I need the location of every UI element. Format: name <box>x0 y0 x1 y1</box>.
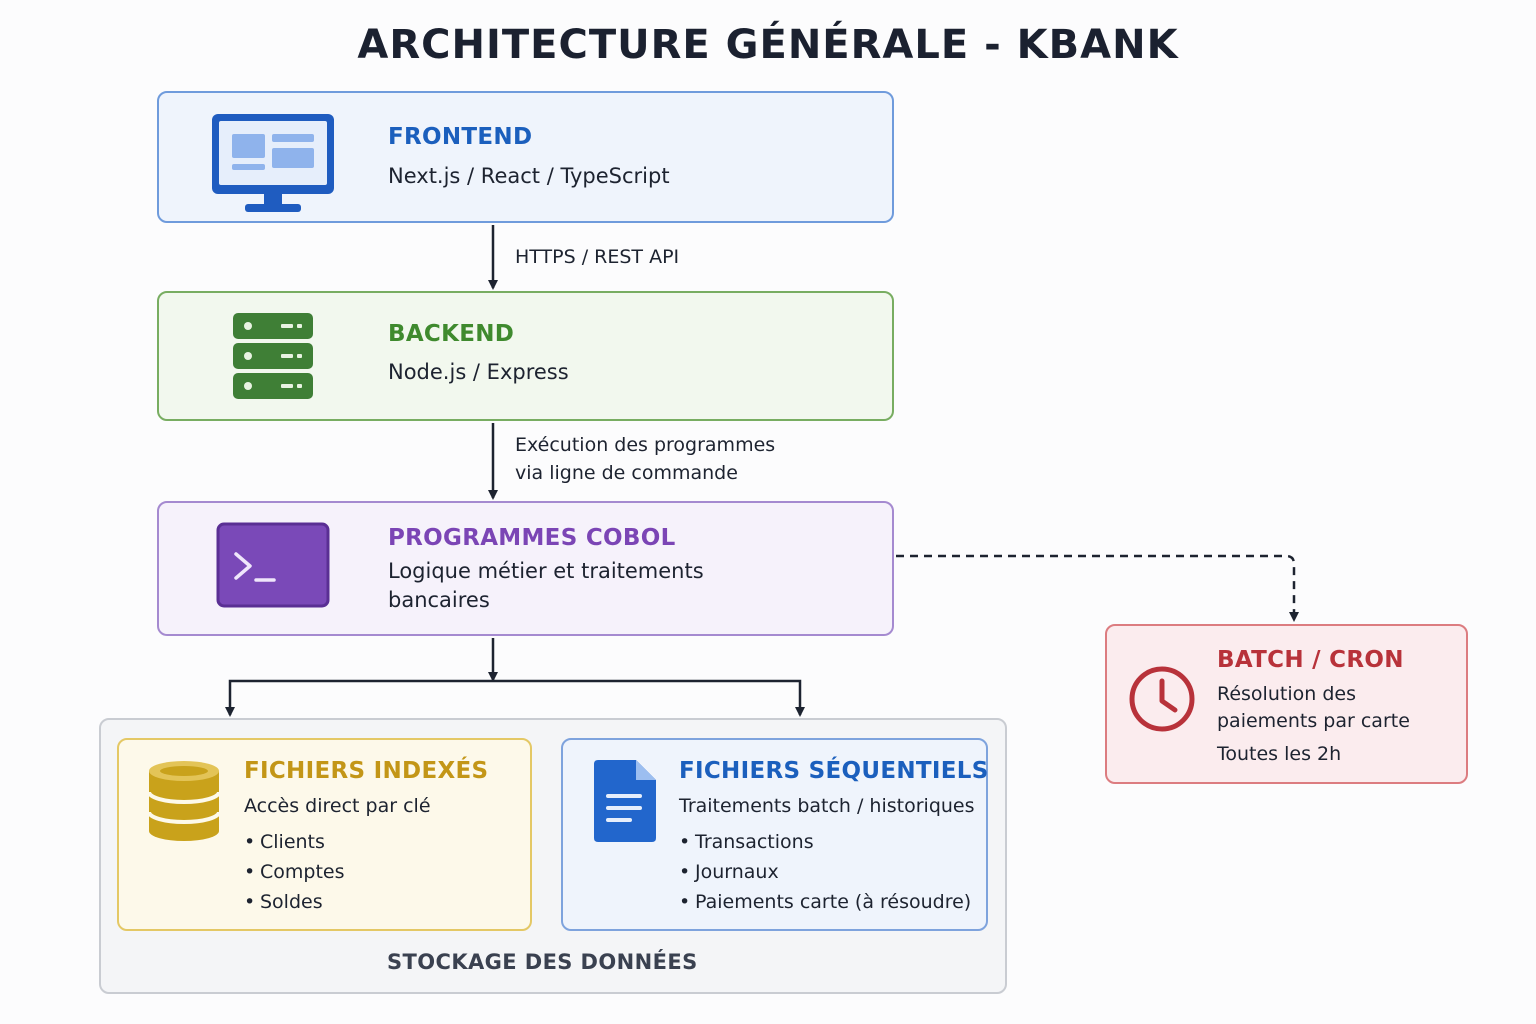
sequential-list: Transactions Journaux Paiements carte (à… <box>679 827 971 917</box>
list-item: Journaux <box>679 857 971 887</box>
list-item: Clients <box>244 827 345 857</box>
list-item: Paiements carte (à résoudre) <box>679 887 971 917</box>
list-item: Transactions <box>679 827 971 857</box>
batch-subtitle: Résolution des paiements par carte <box>1217 683 1410 732</box>
document-icon <box>594 760 656 842</box>
indexed-subtitle: Accès direct par clé <box>244 795 431 817</box>
clock-icon <box>1129 666 1195 732</box>
database-icon <box>147 761 221 841</box>
arrow-cobol-batch <box>896 554 1299 622</box>
sequential-subtitle: Traitements batch / historiques <box>679 795 975 817</box>
indexed-heading: FICHIERS INDEXÉS <box>244 758 489 784</box>
arrow-to-sequential <box>493 679 805 717</box>
list-item: Soldes <box>244 887 345 917</box>
terminal-icon <box>216 522 330 608</box>
monitor-icon <box>212 114 334 212</box>
list-item: Comptes <box>244 857 345 887</box>
server-icon <box>233 313 313 399</box>
cobol-heading: PROGRAMMES COBOL <box>388 525 676 551</box>
connector-label-https: HTTPS / REST API <box>515 246 680 268</box>
connector-label-cli-2: via ligne de commande <box>515 462 738 484</box>
frontend-heading: FRONTEND <box>388 124 533 150</box>
frontend-subtitle: Next.js / React / TypeScript <box>388 164 670 188</box>
indexed-list: Clients Comptes Soldes <box>244 827 345 917</box>
batch-heading: BATCH / CRON <box>1217 647 1404 673</box>
arrow-to-indexed <box>225 679 493 717</box>
connector-label-cli-1: Exécution des programmes <box>515 434 776 456</box>
storage-label: STOCKAGE DES DONNÉES <box>387 950 698 974</box>
backend-heading: BACKEND <box>388 321 515 347</box>
cobol-subtitle: Logique métier et traitements bancaires <box>388 559 704 612</box>
backend-subtitle: Node.js / Express <box>388 360 569 384</box>
sequential-heading: FICHIERS SÉQUENTIELS <box>679 758 989 784</box>
diagram-title: ARCHITECTURE GÉNÉRALE - KBANK <box>357 22 1179 68</box>
batch-schedule: Toutes les 2h <box>1217 743 1342 765</box>
